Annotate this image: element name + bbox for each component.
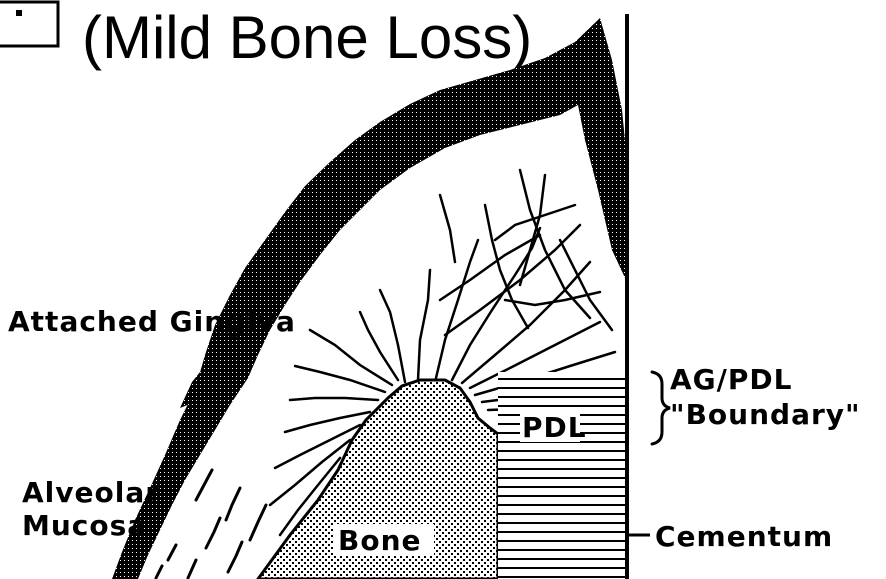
mucosa-label: Mucosa <box>22 509 147 542</box>
pdl-label: PDL <box>522 411 587 444</box>
boundary-label: "Boundary" <box>670 398 861 431</box>
periodontal-ligament <box>498 372 625 579</box>
bone-label: Bone <box>338 524 422 557</box>
attached-gingiva-label: Attached Gingiva <box>8 305 296 338</box>
alveolar-label: Alveolar <box>22 476 160 509</box>
ag-pdl-label: AG/PDL <box>670 363 792 396</box>
diagram-title: (Mild Bone Loss) <box>82 4 532 71</box>
boundary-brace <box>652 372 670 444</box>
panel-marker-box <box>0 2 58 46</box>
cementum-label: Cementum <box>655 520 833 553</box>
